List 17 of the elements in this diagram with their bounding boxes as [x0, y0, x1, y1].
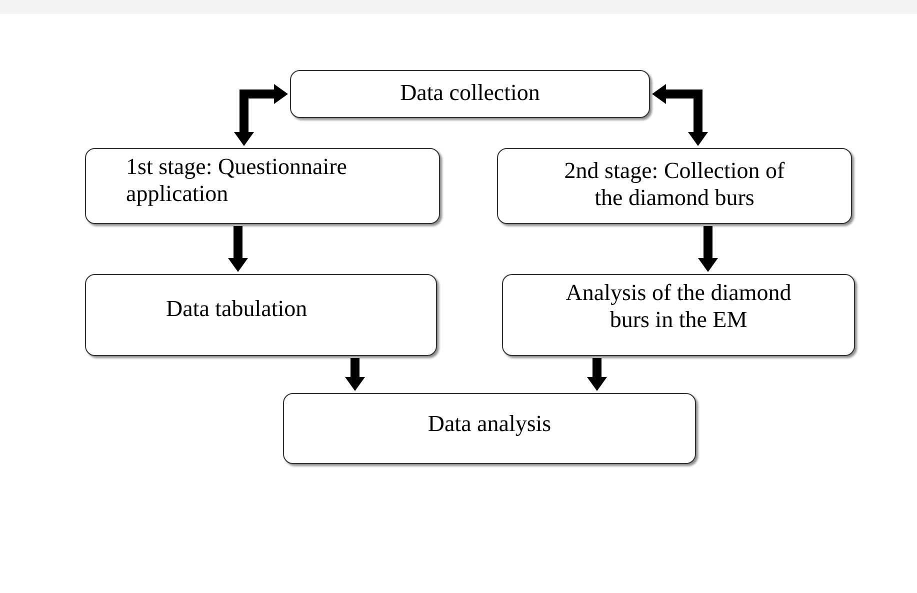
block-arrow — [345, 358, 365, 391]
block-arrow — [234, 84, 288, 146]
process-box — [283, 393, 696, 464]
box-text: 1st stage: Questionnaire application — [126, 153, 348, 207]
process-box — [290, 70, 650, 118]
box-text: Data analysis — [428, 410, 552, 437]
block-arrow — [587, 358, 607, 391]
process-box — [497, 148, 852, 224]
box-text: Data tabulation — [166, 295, 308, 322]
block-arrow — [698, 226, 718, 272]
block-arrow — [652, 84, 708, 146]
process-box — [502, 274, 855, 356]
box-text: 2nd stage: Collection of the diamond burs — [563, 157, 786, 211]
process-box — [85, 274, 437, 356]
process-box — [85, 148, 440, 224]
box-text: Data collection — [400, 79, 540, 106]
box-text: Analysis of the diamond burs in the EM — [564, 279, 792, 333]
